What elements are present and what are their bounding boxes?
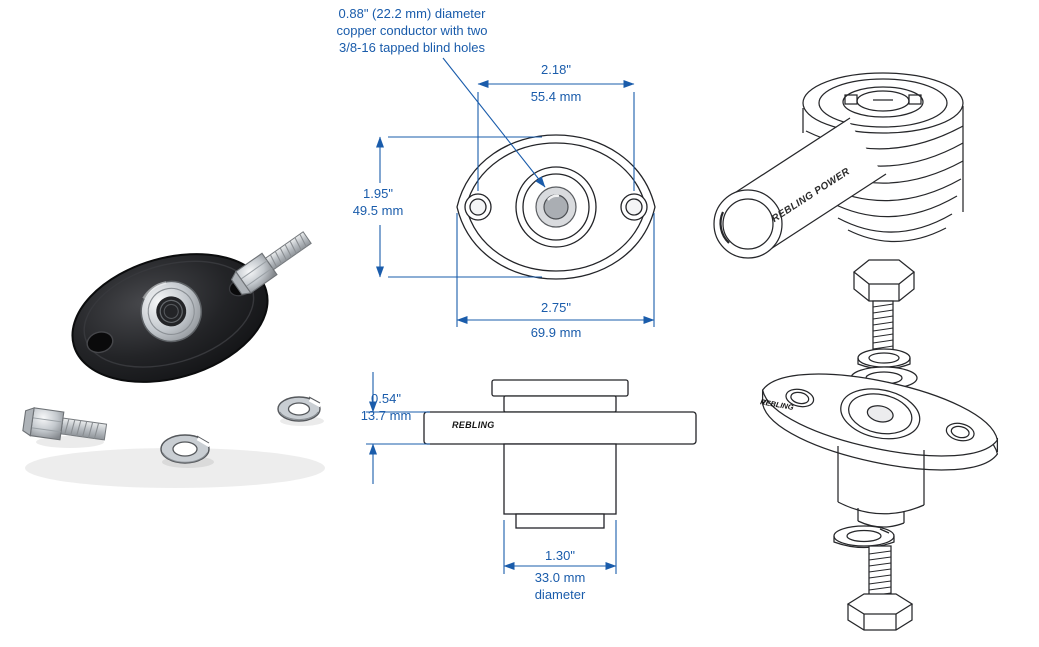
exploded-conductor-tube <box>713 117 887 259</box>
dim-base-diameter-suffix: diameter <box>534 586 586 602</box>
product-photo <box>22 231 325 488</box>
dim-flange-thickness: 0.54" 13.7 mm <box>336 391 436 425</box>
top-view-drawing <box>456 134 656 280</box>
dim-flange-width-metric: 69.9 mm <box>530 325 582 340</box>
photo-shadow <box>25 448 325 488</box>
exploded-flange-center-hole <box>866 403 895 424</box>
photo-lock-washer-1 <box>160 434 212 464</box>
side-view-drawing <box>423 379 697 529</box>
callout-note: 0.88" (22.2 mm) diameter copper conducto… <box>322 6 502 57</box>
dim-base-diameter-inches: 1.30" <box>545 548 575 563</box>
dim-hole-spacing-metric: 55.4 mm <box>530 89 582 104</box>
dim-flange-width-inches: 2.75" <box>541 300 571 315</box>
dim-flange-height: 1.95" 49.5 mm <box>328 186 428 220</box>
exploded-threaded-stud <box>868 545 892 601</box>
exploded-flange <box>755 356 1005 488</box>
photo-flange <box>71 253 269 383</box>
exploded-lock-washer-lower <box>833 525 895 549</box>
exploded-lock-washer-upper <box>857 348 911 370</box>
callout-line-2: copper conductor with two <box>336 22 488 38</box>
side-view-lower-cylinder <box>503 443 617 515</box>
dim-hole-spacing-inches: 2.18" <box>541 62 571 77</box>
callout-line-1: 0.88" (22.2 mm) diameter <box>338 6 486 21</box>
exploded-lower-cylinder <box>837 446 925 528</box>
side-view-rebling-logo: REBLING <box>452 420 495 430</box>
photo-bolt-lower <box>22 407 108 441</box>
callout-line-3: 3/8-16 tapped blind holes <box>338 39 485 55</box>
exploded-view-drawing <box>713 72 1005 631</box>
exploded-hex-nut <box>846 593 914 631</box>
exploded-hex-bolt <box>852 259 916 354</box>
dim-base-diameter-mm: 33.0 mm <box>534 570 586 585</box>
callout-leader-arrow <box>442 57 546 188</box>
dim-flange-thickness-metric: 13.7 mm <box>360 407 412 423</box>
dim-flange-thickness-inches: 0.54" <box>371 391 401 406</box>
photo-bolt-upper <box>230 231 312 295</box>
dimension-annotations <box>366 57 655 574</box>
photo-mounting-hole <box>86 331 114 354</box>
dim-flange-height-inches: 1.95" <box>363 186 393 201</box>
photo-lock-washer-2 <box>277 396 323 422</box>
dim-base-diameter-metric: 33.0 mm diameter <box>510 570 610 604</box>
dim-flange-height-metric: 49.5 mm <box>352 202 404 218</box>
